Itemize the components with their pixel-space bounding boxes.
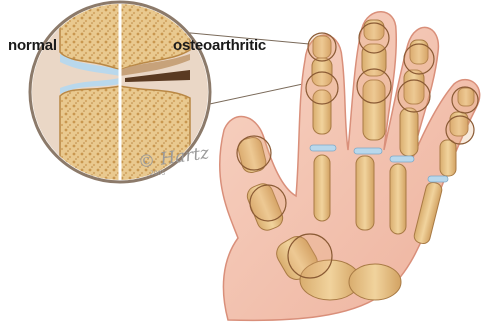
connector-line [205, 82, 312, 105]
label-osteoarthritic: osteoarthritic [173, 37, 266, 54]
artist-year: 2005 [150, 170, 165, 177]
label-normal: normal [8, 37, 57, 54]
